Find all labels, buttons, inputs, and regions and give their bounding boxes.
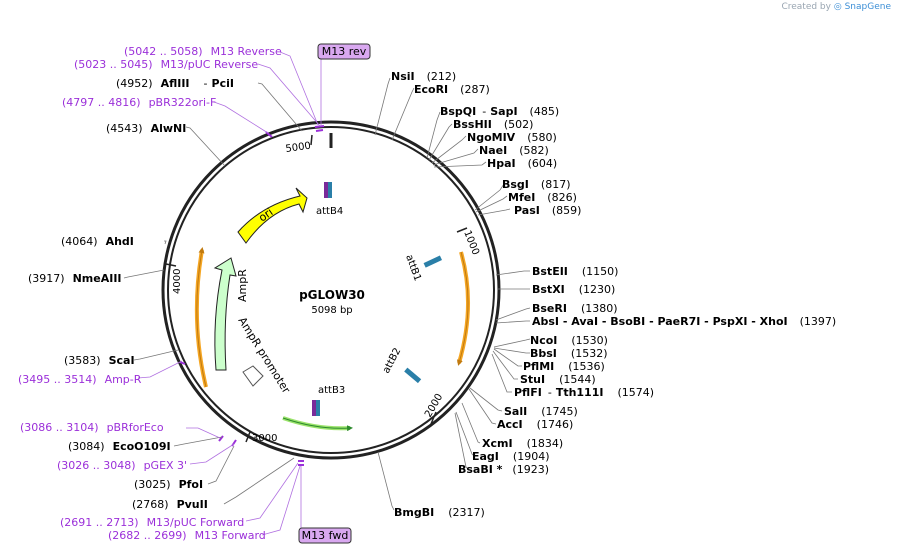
enzyme-leaders bbox=[123, 77, 531, 511]
enzyme-labels-right: NsiI(212) EcoRI(287) BspQI-SapI(485) Bss… bbox=[391, 70, 836, 519]
enzyme-ahdi[interactable]: (4064)AhdI bbox=[61, 235, 134, 248]
enzyme-alwni[interactable]: (4543)AlwNI bbox=[106, 122, 186, 135]
enzyme-absi-group[interactable]: AbsI - AvaI - BsoBI - PaeR7I - PspXI - X… bbox=[532, 315, 836, 328]
primer-m13puc-forward[interactable]: (2691 .. 2713)M13/pUC Forward bbox=[60, 516, 244, 529]
enzyme-bsteii[interactable]: BstEII(1150) bbox=[532, 265, 618, 278]
enzyme-xcmi[interactable]: XcmI(1834) bbox=[482, 437, 563, 450]
enzyme-bstxi[interactable]: BstXI(1230) bbox=[532, 283, 615, 296]
enzyme-bsshii[interactable]: BssHII(502) bbox=[453, 118, 533, 131]
backbone-inner bbox=[167, 126, 495, 454]
tick-4000: 4000 bbox=[172, 269, 183, 294]
enzyme-pflmi[interactable]: PflMI(1536) bbox=[523, 360, 605, 373]
ampr-promoter-label: AmpR promoter bbox=[235, 315, 293, 396]
enzyme-mfei[interactable]: MfeI(826) bbox=[508, 191, 577, 204]
ampr-label: AmpR bbox=[236, 269, 249, 302]
attb3-mark-a[interactable] bbox=[312, 400, 316, 416]
scale-ticks bbox=[165, 134, 468, 443]
primer-pgex3[interactable]: (3026 .. 3048)pGEX 3' bbox=[57, 459, 187, 472]
attb4-mark-a[interactable] bbox=[324, 182, 328, 198]
attb1-label: attB1 bbox=[403, 253, 423, 282]
enzyme-pasi[interactable]: PasI(859) bbox=[514, 204, 581, 217]
plasmid-name: pGLOW30 bbox=[299, 288, 365, 302]
credit-prefix: Created by bbox=[781, 2, 831, 12]
primer-m13puc-reverse[interactable]: (5023 .. 5045)M13/pUC Reverse bbox=[74, 58, 258, 71]
ampr-feature[interactable] bbox=[213, 257, 237, 371]
enzyme-pvuii[interactable]: (2768)PvuII bbox=[132, 498, 208, 511]
enzyme-labels-left: (4952)AflIII-PciI (4543)AlwNI (4064)AhdI… bbox=[28, 77, 234, 511]
snapgene-logo-icon: ◎ bbox=[833, 2, 842, 12]
green-feature-arrow bbox=[282, 417, 353, 432]
m13rev-box[interactable] bbox=[317, 43, 371, 60]
credit-brand[interactable]: SnapGene bbox=[844, 2, 891, 12]
ori-feature[interactable] bbox=[237, 187, 308, 244]
orange-feature-left-arrow bbox=[196, 247, 207, 388]
enzyme-sali[interactable]: SalI(1745) bbox=[504, 405, 578, 418]
enzyme-bbsi[interactable]: BbsI(1532) bbox=[530, 347, 607, 360]
attb2-label: attB2 bbox=[381, 346, 403, 375]
enzyme-bsabi[interactable]: BsaBI *(1923) bbox=[458, 463, 549, 476]
m13fwd-box-label: M13 fwd bbox=[302, 529, 349, 542]
enzyme-stui[interactable]: StuI(1544) bbox=[520, 373, 596, 386]
primer-labels: (5042 .. 5058)M13 Reverse (5023 .. 5045)… bbox=[18, 45, 282, 542]
primer-m13-reverse[interactable]: (5042 .. 5058)M13 Reverse bbox=[124, 45, 282, 58]
attb2-mark[interactable] bbox=[404, 367, 422, 384]
primer-m13-forward[interactable]: (2682 .. 2699)M13 Forward bbox=[108, 529, 266, 542]
backbone-outer bbox=[161, 120, 501, 460]
enzyme-hpai[interactable]: HpaI(604) bbox=[487, 157, 557, 170]
enzyme-nmeaiii[interactable]: (3917)NmeAIII bbox=[28, 272, 122, 285]
enzyme-ncoi[interactable]: NcoI(1530) bbox=[530, 334, 608, 347]
primer-leaders bbox=[137, 51, 322, 536]
enzyme-acci[interactable]: AccI(1746) bbox=[497, 418, 573, 431]
primer-amp-r[interactable]: (3495 .. 3514)Amp-R bbox=[18, 373, 142, 386]
enzyme-afliii[interactable]: (4952)AflIII-PciI bbox=[116, 77, 234, 90]
enzyme-naei[interactable]: NaeI(582) bbox=[479, 144, 549, 157]
enzyme-eagi[interactable]: EagI(1904) bbox=[472, 450, 549, 463]
ampr-promoter-feature[interactable] bbox=[242, 365, 264, 387]
enzyme-scai[interactable]: (3583)ScaI bbox=[64, 354, 135, 367]
enzyme-eco109i[interactable]: (3084)EcoO109I bbox=[68, 440, 171, 453]
plasmid-length: 5098 bp bbox=[311, 305, 352, 316]
enzyme-nsii[interactable]: NsiI(212) bbox=[391, 70, 456, 83]
tick-5000: 5000 bbox=[285, 141, 312, 155]
primer-pbrforeco[interactable]: (3086 .. 3104)pBRforEco bbox=[20, 421, 164, 434]
attb3-mark-b[interactable] bbox=[316, 400, 320, 416]
attb4-mark-b[interactable] bbox=[328, 182, 332, 198]
attb4-label: attB4 bbox=[316, 206, 343, 217]
orange-feature-right-arrow bbox=[456, 251, 469, 366]
enzyme-pfoi[interactable]: (3025)PfoI bbox=[134, 478, 203, 491]
credit: Created by ◎ SnapGene bbox=[781, 2, 891, 12]
tick-3000: 3000 bbox=[252, 433, 277, 444]
enzyme-ngomiv[interactable]: NgoMIV(580) bbox=[467, 131, 557, 144]
attb3-label: attB3 bbox=[318, 385, 345, 396]
enzyme-bspqi[interactable]: BspQI-SapI(485) bbox=[440, 105, 559, 118]
m13rev-box-label: M13 rev bbox=[322, 45, 367, 58]
enzyme-bsgi[interactable]: BsgI(817) bbox=[502, 178, 571, 191]
enzyme-bseri[interactable]: BseRI(1380) bbox=[532, 302, 618, 315]
primer-pbr322ori-f[interactable]: (4797 .. 4816)pBR322ori-F bbox=[62, 96, 216, 109]
m13fwd-box[interactable] bbox=[298, 527, 352, 544]
tick-1000: 1000 bbox=[461, 229, 481, 257]
enzyme-ecori[interactable]: EcoRI(287) bbox=[414, 83, 490, 96]
attb1-mark[interactable] bbox=[423, 255, 443, 268]
enzyme-pflfi[interactable]: PflFI-Tth111I(1574) bbox=[514, 386, 654, 399]
enzyme-bmgbi[interactable]: BmgBI(2317) bbox=[394, 506, 485, 519]
